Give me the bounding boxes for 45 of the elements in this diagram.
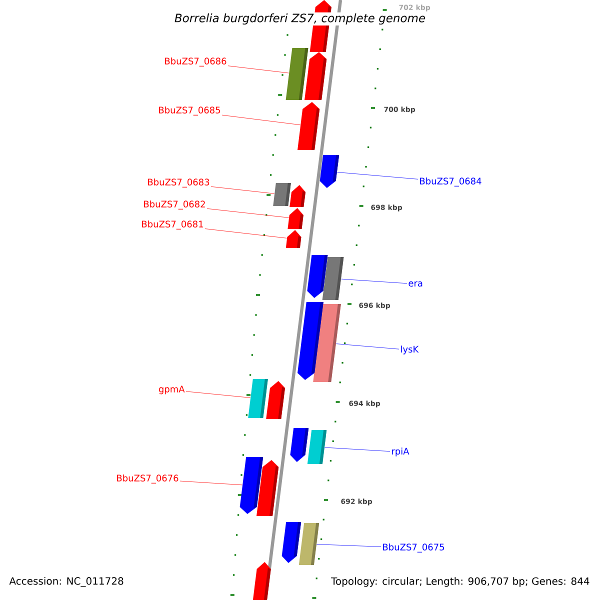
gene-block [286,48,308,100]
gene-block [298,523,320,565]
gene-label: BbuZS7_0685 [159,106,220,116]
leader-line [186,391,250,398]
gene-block [288,208,304,229]
gene-block [256,460,279,516]
footer-text: Topology: circular; Length: 906,707 bp; Genes: 844 [330,576,591,588]
gene-block [298,102,320,150]
gene-label: BbuZS7_0676 [117,474,178,484]
leader-line [222,114,300,126]
gene-block [282,522,302,563]
gene-block [290,428,309,462]
gene-block [320,155,340,188]
gene-block [248,379,268,418]
gene-label: era [408,281,422,287]
leader-line [316,544,382,547]
gene-block [286,230,302,248]
leader-line [336,344,400,350]
gene-block [266,381,285,419]
gene-label: BbuZS7_0682 [144,200,205,210]
title: Borrelia burgdorferi ZS7, complete genome [173,12,427,26]
leader-line [341,278,408,284]
footer-text: Accession: NC_011728 [8,576,125,588]
gene-label: BbuZS7_0686 [165,58,226,66]
gene-block [252,562,271,600]
gene-block [307,255,328,298]
gene-block [307,430,327,464]
leader-line [337,172,418,180]
gene-block [298,302,324,380]
leader-line [180,480,242,486]
gene-block [290,185,306,207]
gene-block [304,52,327,100]
gene-label: lysK [401,346,419,354]
gene-label: gpmA [158,386,185,394]
leader-line [204,228,287,238]
gene-label: BbuZS7_0683 [148,178,210,188]
gene-label: BbuZS7_0684 [420,178,482,186]
gene-block [273,183,291,206]
leader-line [206,208,289,218]
gene-label: BbuZS7_0681 [142,220,203,230]
gene-label: BbuZS7_0675 [383,544,444,552]
gene-label: rpiA [392,448,410,456]
leader-line [210,186,274,194]
leader-line [228,66,289,74]
leader-line [324,447,390,452]
